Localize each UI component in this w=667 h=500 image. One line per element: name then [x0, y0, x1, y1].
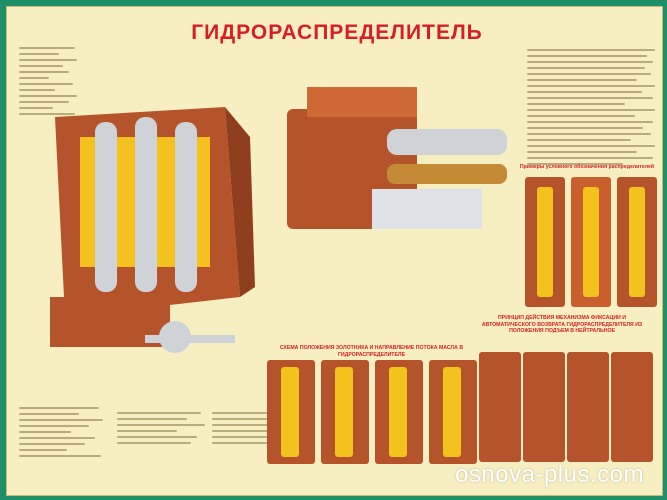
- principle-panel-4: [611, 352, 653, 462]
- legend-bottom-left: [19, 407, 109, 461]
- principle-panels: [479, 352, 654, 462]
- pipe-cylinder-2: [387, 164, 507, 184]
- examples-caption: Примеры условного обозначения распредели…: [519, 164, 655, 170]
- top-right-illustration: [287, 87, 507, 229]
- spool-2: [135, 117, 157, 292]
- example-panel-6: [629, 187, 645, 297]
- right-column-text: [527, 49, 657, 169]
- spool-1: [95, 122, 117, 292]
- watermark: osnova-plus.com: [455, 461, 644, 488]
- cutaway-illustration: [50, 107, 255, 353]
- legend-top-left: [19, 47, 79, 119]
- lever: [145, 335, 235, 343]
- principle-panel-1: [479, 352, 521, 462]
- manifold-top: [307, 87, 417, 117]
- flow-panel-2-yellow: [335, 367, 353, 457]
- flow-scheme-panels: [267, 355, 482, 467]
- principle-caption: ПРИНЦИП ДЕЙСТВИЯ МЕХАНИЗМА ФИКСАЦИИ И АВ…: [481, 315, 643, 334]
- flow-panel-4-yellow: [443, 367, 461, 457]
- poster: ГИДРОРАСПРЕДЕЛИТЕЛЬ: [6, 6, 663, 496]
- spool-3: [175, 122, 197, 292]
- example-panels: [525, 177, 657, 307]
- example-panel-4: [537, 187, 553, 297]
- example-panel-5: [583, 187, 599, 297]
- pipe-cylinder: [387, 129, 507, 155]
- flow-panel-3-yellow: [389, 367, 407, 457]
- page-title: ГИДРОРАСПРЕДЕЛИТЕЛЬ: [191, 21, 483, 44]
- flow-panel-1-yellow: [281, 367, 299, 457]
- flow-scheme-caption: СХЕМА ПОЛОЖЕНИЯ ЗОЛОТНИКА И НАПРАВЛЕНИЕ …: [279, 345, 464, 358]
- linkage: [372, 189, 482, 229]
- principle-panel-3: [567, 352, 609, 462]
- principle-panel-2: [523, 352, 565, 462]
- housing-side: [225, 107, 255, 297]
- legend-middle-2: [212, 412, 302, 448]
- legend-middle-1: [117, 412, 207, 448]
